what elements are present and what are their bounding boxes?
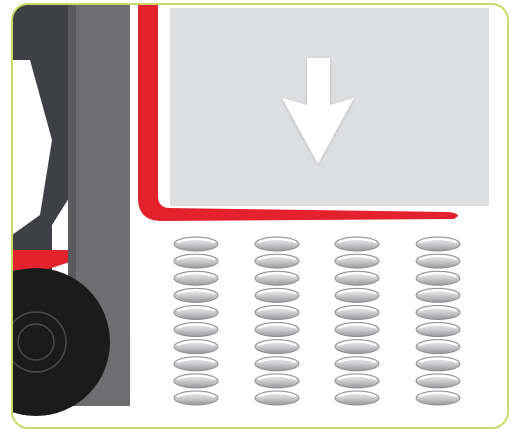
spring-coil-highlight	[419, 392, 457, 397]
frame-outline	[11, 3, 509, 429]
spring-coil-highlight	[419, 255, 457, 261]
spring-coil-highlight	[338, 306, 376, 312]
spring-coil-highlight	[258, 238, 296, 243]
spring-coil-highlight	[338, 392, 376, 397]
spring-coil-highlight	[338, 255, 376, 261]
spring-coil-highlight	[419, 340, 457, 346]
spring-coil-highlight	[177, 306, 215, 312]
spring-coil-highlight	[419, 323, 457, 329]
spring-coil-highlight	[258, 272, 296, 278]
spring-icon	[173, 236, 219, 406]
spring-coil-highlight	[258, 392, 296, 397]
spring-coil-highlight	[338, 374, 376, 380]
spring-coil-highlight	[419, 238, 457, 243]
spring-coil-highlight	[177, 392, 215, 397]
spring-icon	[254, 236, 300, 406]
spring-coil-highlight	[338, 340, 376, 346]
arrow-down-icon	[282, 58, 354, 164]
spring-coil-highlight	[258, 289, 296, 295]
spring-coil-highlight	[419, 289, 457, 295]
carriage-red	[12, 250, 70, 270]
spring-coil-highlight	[258, 306, 296, 312]
spring-coil-highlight	[258, 340, 296, 346]
spring-icon	[334, 236, 380, 406]
spring-coil-highlight	[258, 374, 296, 380]
mast-highlight	[12, 60, 52, 235]
spring-coil-highlight	[258, 357, 296, 363]
spring-coil-highlight	[258, 323, 296, 329]
spring-coil-highlight	[177, 323, 215, 329]
spring-coil-highlight	[419, 306, 457, 312]
mast-upright-shade	[68, 4, 76, 406]
spring-coil-highlight	[177, 340, 215, 346]
spring-coil-highlight	[177, 272, 215, 278]
springs-group	[173, 236, 461, 406]
spring-icon	[415, 236, 461, 406]
spring-coil-highlight	[419, 374, 457, 380]
spring-coil-highlight	[338, 272, 376, 278]
wheel-icon	[12, 268, 110, 416]
spring-coil-highlight	[338, 238, 376, 243]
spring-coil-highlight	[258, 255, 296, 261]
spring-coil-highlight	[338, 357, 376, 363]
spring-coil-highlight	[419, 272, 457, 278]
spring-coil-highlight	[338, 323, 376, 329]
spring-coil-highlight	[338, 289, 376, 295]
spring-coil-highlight	[419, 357, 457, 363]
spring-coil-highlight	[177, 289, 215, 295]
spring-coil-highlight	[177, 255, 215, 261]
spring-coil-highlight	[177, 238, 215, 243]
spring-coil-highlight	[177, 357, 215, 363]
spring-coil-highlight	[177, 374, 215, 380]
